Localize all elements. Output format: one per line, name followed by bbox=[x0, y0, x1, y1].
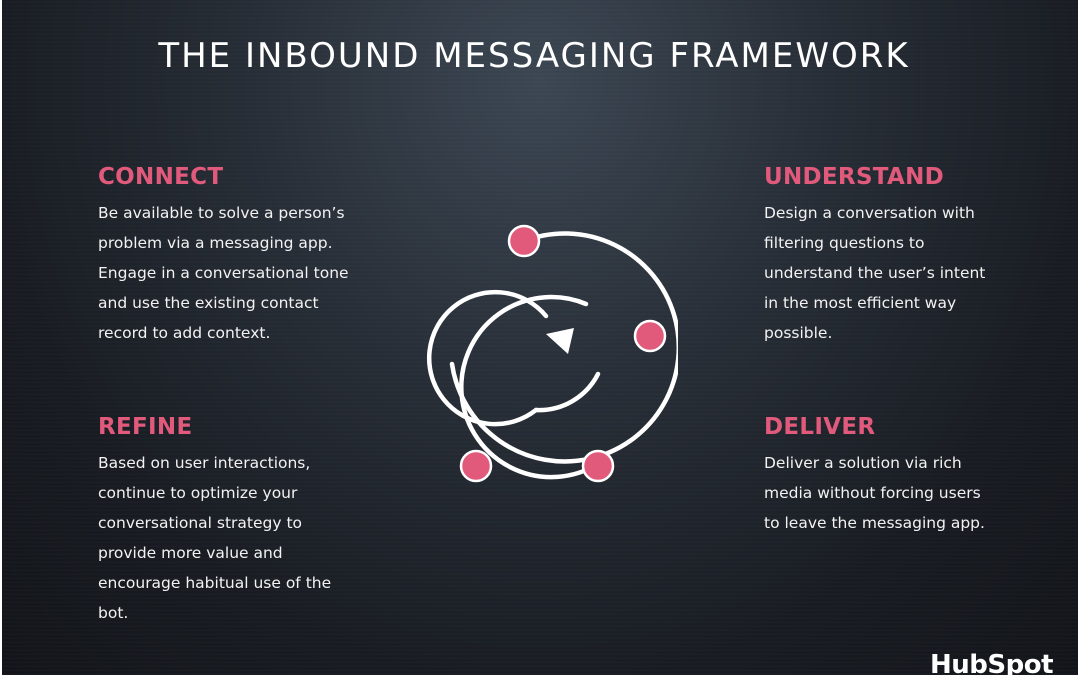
spiral-inner-tail bbox=[533, 371, 601, 413]
arrow-head-icon bbox=[546, 328, 574, 354]
node-refine bbox=[459, 449, 493, 483]
section-connect-heading: CONNECT bbox=[98, 164, 224, 190]
section-connect-body: Be available to solve a person’s problem… bbox=[98, 204, 349, 342]
section-refine: REFINE Based on user interactions, conti… bbox=[98, 414, 358, 628]
section-connect: CONNECT Be available to solve a person’s… bbox=[98, 164, 358, 348]
hubspot-logo: HubSpot bbox=[930, 650, 1054, 675]
node-understand bbox=[633, 319, 667, 353]
section-refine-body: Based on user interactions, continue to … bbox=[98, 454, 332, 622]
node-connect bbox=[507, 224, 541, 258]
section-refine-heading: REFINE bbox=[98, 414, 193, 440]
section-understand-heading: UNDERSTAND bbox=[764, 164, 945, 190]
section-deliver: DELIVER Deliver a solution via rich medi… bbox=[764, 414, 994, 538]
page-title: THE INBOUND MESSAGING FRAMEWORK bbox=[158, 36, 910, 76]
section-understand: UNDERSTAND Design a conversation with fi… bbox=[764, 164, 994, 348]
spiral-outer-arc bbox=[449, 231, 678, 464]
spiral-inner-arc bbox=[426, 289, 549, 427]
spiral-cycle-icon bbox=[426, 224, 678, 483]
node-deliver bbox=[581, 449, 615, 483]
section-deliver-body: Deliver a solution via rich media withou… bbox=[764, 454, 985, 532]
section-deliver-heading: DELIVER bbox=[764, 414, 876, 440]
section-understand-body: Design a conversation with filtering que… bbox=[764, 204, 986, 342]
spiral-middle-arc bbox=[459, 294, 601, 480]
